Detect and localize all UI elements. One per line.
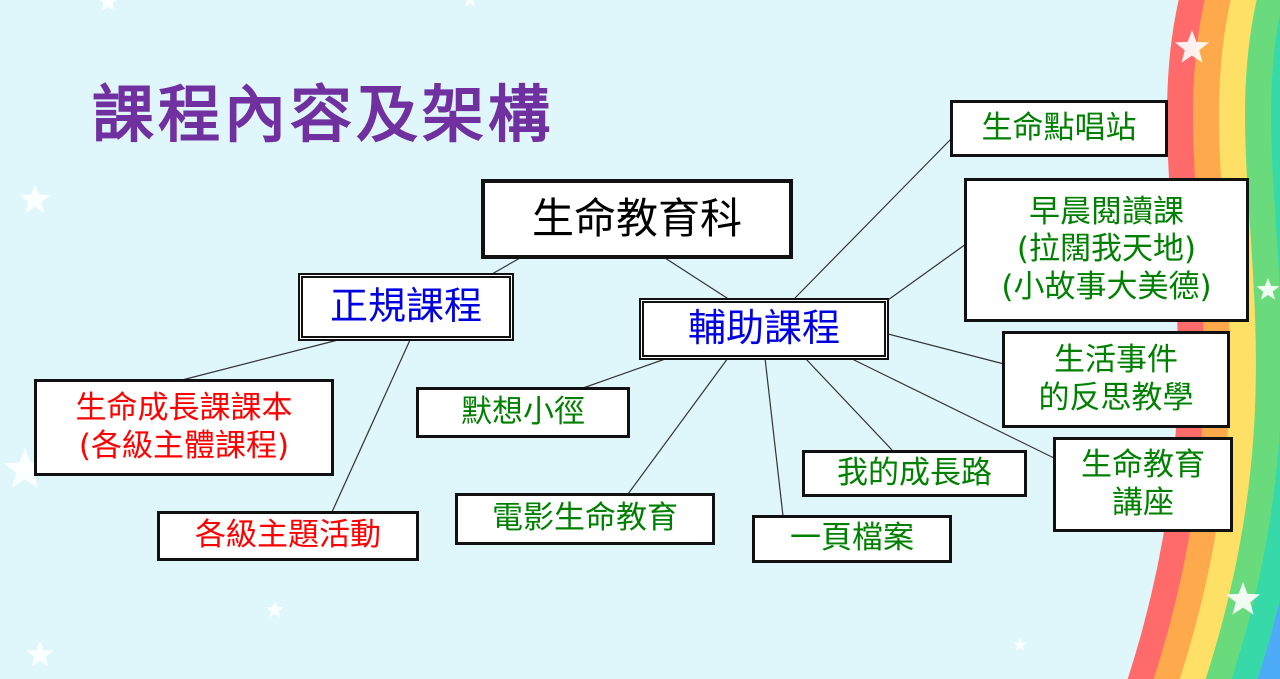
life-events-reflection-label-line-2: 的反思教學: [1038, 379, 1194, 416]
textbook-label-line-1: 生命成長課課本: [75, 390, 293, 427]
one-page-file-label: 一頁檔案: [790, 520, 914, 557]
star-icon: [4, 448, 46, 488]
connector-line: [794, 137, 953, 299]
star-icon: [99, 0, 117, 11]
meditation-path-label: 默想小徑: [461, 393, 585, 430]
connector-line: [331, 339, 411, 513]
star-icon: [19, 184, 51, 213]
one-page-file-node: 一頁檔案: [752, 515, 952, 563]
morning-reading-label-line-1: 早晨閱讀課: [1029, 194, 1184, 231]
supplementary-course-node: 輔助課程: [639, 298, 889, 360]
morning-reading-label-line-3: (小故事大美德): [1001, 268, 1212, 305]
connector-line: [849, 357, 1055, 459]
meditation-path-node: 默想小徑: [416, 387, 630, 438]
page-title: 課程內容及架構: [92, 78, 555, 151]
morning-reading-node: 早晨閱讀課 (拉闊我天地) (小故事大美德): [964, 178, 1249, 322]
theme-activities-node: 各級主題活動: [157, 511, 419, 561]
star-decorations: [4, 0, 1280, 667]
regular-course-label: 正規課程: [329, 284, 482, 329]
star-icon: [1174, 30, 1210, 63]
my-growth-path-label: 我的成長路: [837, 454, 992, 491]
connector-line: [582, 357, 669, 389]
theme-activities-label: 各級主題活動: [195, 517, 381, 554]
star-icon: [1013, 638, 1027, 651]
connector-lines: [181, 137, 1055, 517]
connector-line: [627, 357, 729, 495]
connector-line: [181, 339, 339, 381]
life-events-reflection-label-line-1: 生活事件: [1054, 342, 1178, 379]
supplementary-course-label: 輔助課程: [687, 306, 840, 351]
life-events-reflection-node: 生活事件 的反思教學: [1002, 331, 1230, 428]
film-life-education-label: 電影生命教育: [492, 500, 678, 537]
star-icon: [266, 601, 284, 618]
root-node: 生命教育科: [481, 179, 793, 259]
morning-reading-label-line-2: (拉闊我天地): [1016, 231, 1197, 268]
connector-line: [764, 357, 784, 517]
film-life-education-node: 電影生命教育: [455, 493, 715, 545]
life-song-station-node: 生命點唱站: [950, 100, 1168, 157]
my-growth-path-node: 我的成長路: [802, 450, 1027, 497]
regular-course-node: 正規課程: [298, 273, 514, 341]
life-song-station-label: 生命點唱站: [981, 109, 1137, 146]
rainbow-band: [1231, 13, 1280, 679]
root-node-label: 生命教育科: [531, 193, 742, 243]
star-icon: [1225, 582, 1261, 615]
connector-line: [804, 357, 893, 451]
textbook-node: 生命成長課課本 (各級主體課程): [34, 379, 334, 476]
life-education-talk-label-line-2: 講座: [1112, 484, 1174, 521]
star-icon: [26, 641, 54, 667]
star-icon: [465, 0, 475, 7]
connector-line: [887, 243, 967, 301]
life-education-talk-label-line-1: 生命教育: [1081, 447, 1205, 484]
life-education-talk-node: 生命教育 講座: [1053, 437, 1233, 532]
connector-line: [887, 333, 1005, 365]
textbook-label-line-2: (各級主體課程): [78, 427, 290, 464]
star-icon: [1256, 278, 1280, 300]
connector-line: [664, 257, 731, 301]
